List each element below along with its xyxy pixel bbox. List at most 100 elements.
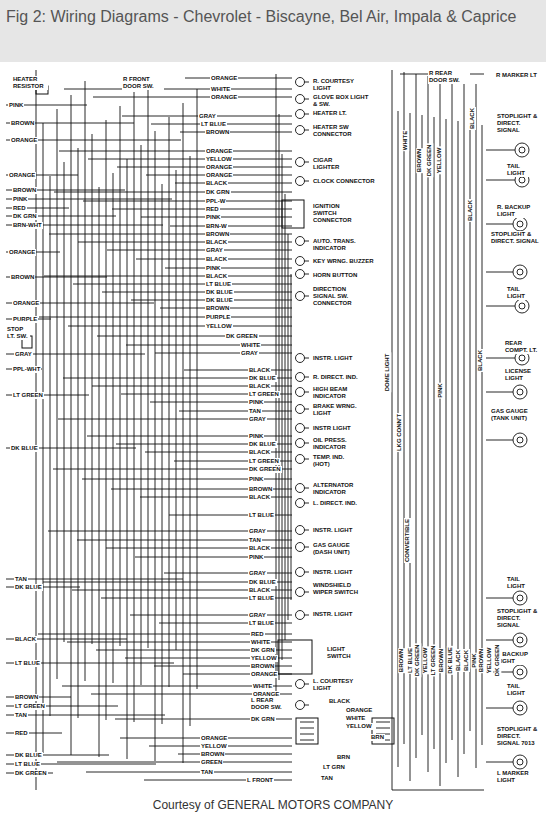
lamp-symbol [513,755,527,769]
wire [300,740,314,741]
diagram-label: GRAY [198,113,217,120]
wire [99,187,100,757]
lamp-filament [519,303,525,309]
diagram-label: GRAY [248,528,267,535]
lamp-filament [517,437,523,443]
diagram-label: IGNITION SWITCH CONNECTOR [312,203,360,224]
lamp-symbol [513,433,527,447]
connector-block [296,718,318,744]
diagram-label: BROWN [248,486,273,493]
wire [71,95,72,755]
wire [486,440,513,441]
diagram-label: BROWN [399,647,406,672]
diagram-label: BLACK [205,180,228,187]
lamp-symbol [296,95,305,104]
wire [178,754,292,755]
diagram-label: TAN [14,712,28,719]
diagram-label: BROWN [205,305,230,312]
diagram-label: BROWN [479,647,486,672]
diagram-label: WHITE [210,86,231,93]
diagram-label: R REAR DOOR SW. [428,70,470,84]
diagram-label: BROWN [12,187,37,194]
diagram-label: WHITE [345,715,366,722]
diagram-label: YELLOW [345,723,373,730]
wire [305,99,310,100]
diagram-label: ORANGE [10,137,38,144]
lamp-filament [517,705,523,711]
wire [305,241,310,242]
diagram-label: BRN [336,754,351,761]
wire [305,705,310,706]
diagram-label: GRAY [248,570,267,577]
diagram-label: ORANGE [8,249,36,256]
diagram-label: DK GRN [250,716,276,723]
diagram-label: L REAR DOOR SW. [250,697,292,711]
diagram-label: WHITE [252,683,273,690]
wire [68,326,292,327]
diagram-label: RED [205,206,220,213]
wire [86,772,292,773]
diagram-label: TAIL LIGHT [506,163,532,177]
wire [376,728,390,729]
diagram-label: HEATER SW CONNECTOR [312,124,364,138]
wire [54,192,292,193]
wire [305,488,310,489]
diagram-label: REAR COMPT. LT. [504,340,542,354]
diagram-label: BLACK [469,107,476,130]
light-switch-symbol [278,640,312,674]
diagram-label: LT BLUE [14,761,41,768]
wire [155,131,156,761]
diagram-label: TAN [14,576,28,583]
diagram-label: BLACK [205,239,228,246]
diagram-label: LT GREEN [14,703,46,710]
diagram-label: BLACK [248,587,271,594]
wire [305,592,310,593]
wire [64,89,292,90]
diagram-label: PINK [437,382,444,398]
lamp-symbol [513,591,527,605]
diagram-label: INSTR. LIGHT [312,527,353,534]
diagram-label: DK BLUE [14,584,43,591]
wire [305,181,310,182]
diagram-label: WHITE [250,639,271,646]
lamp-symbol [296,543,305,552]
diagram-label: PINK [471,652,478,668]
wire [113,173,114,683]
wire [150,402,292,403]
diagram-label: LT BLUE [205,281,232,288]
diagram-label: HORN BUTTON [312,272,358,279]
wire [422,115,423,735]
diagram-label: DK BLUE [205,289,234,296]
diagram-label: PINK [12,196,28,203]
wire [170,226,292,227]
wire [78,242,292,243]
diagram-label: HEATER RESISTOR [12,76,48,90]
diagram-label: TAN [320,775,334,782]
lamp-symbol [296,126,305,135]
diagram-label: DK GREEN [225,333,259,340]
wire [6,715,165,716]
diagram-label: BRN-WHT [12,222,43,229]
lamp-symbol [296,388,305,397]
diagram-label: DK BLUE [10,445,39,452]
diagram-label: ORANGE [210,75,238,82]
wire [376,722,390,723]
wire [126,345,292,346]
diagram-label: RED [250,631,265,638]
diagram-label: ORANGE [210,94,238,101]
diagram-label: BRAKE WRNG. LIGHT [312,403,360,417]
diagram-label: DK BLUE [248,375,277,382]
diagram-label: DK GRN [250,647,276,654]
wire [300,728,314,729]
diagram-label: BLACK [205,256,228,263]
diagram-label: L. COURTESY LIGHT [312,678,360,692]
wire [486,598,513,599]
wire [107,250,292,251]
wire [410,113,411,781]
wire [404,72,405,744]
diagram-label: BLACK [463,649,470,672]
wire [486,708,513,709]
wire [130,615,292,616]
wire [92,134,93,644]
wire [440,78,441,786]
